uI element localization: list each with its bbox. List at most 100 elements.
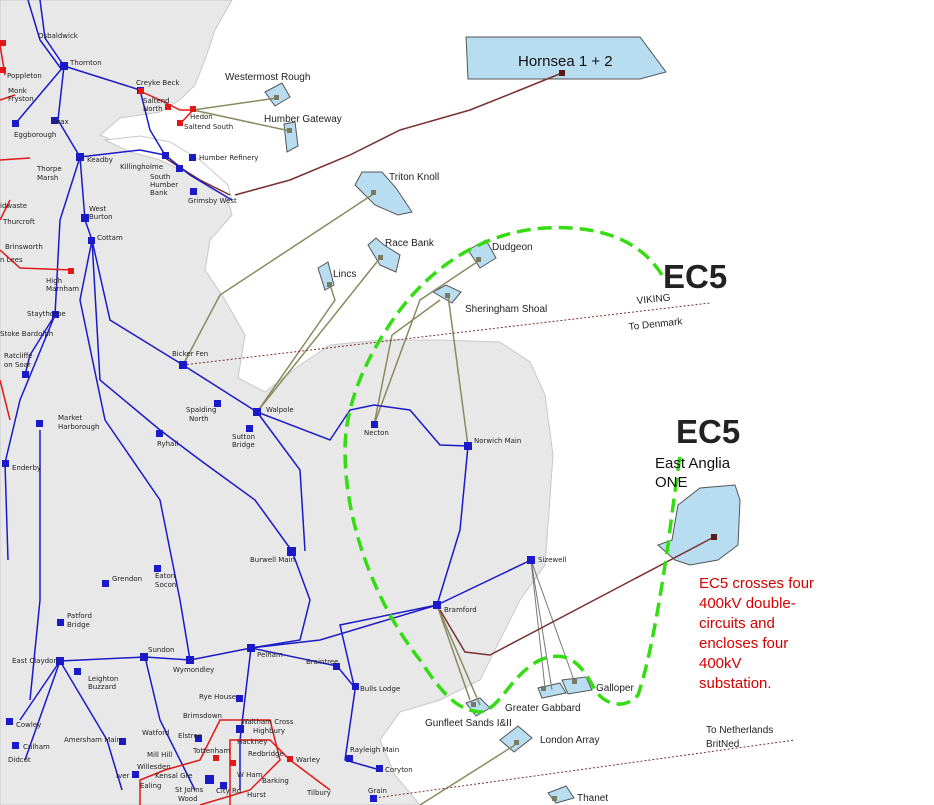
label-gunfleet: Gunfleet Sands I&II: [425, 718, 512, 729]
lbl-killingholme: Killingholme: [120, 163, 163, 171]
lbl-rayleigh: Rayleigh Main: [350, 746, 399, 754]
lbl-sundon: Sundon: [148, 646, 174, 654]
label-thanet: Thanet: [577, 793, 608, 804]
lbl-thornton: Thornton: [69, 59, 102, 67]
lbl-shb2: Humber: [150, 181, 178, 189]
lbl-pelham: Pelham: [257, 651, 283, 659]
lbl-norwich: Norwich Main: [474, 437, 521, 445]
lbl-cowley: Cowley: [16, 721, 41, 729]
lbl-leighton1: Leighton: [88, 675, 118, 683]
lbl-shb1: South: [150, 173, 170, 181]
lbl-saltend-n2: North: [143, 105, 163, 113]
lbl-amersham: Amersham Main: [64, 736, 121, 744]
wind-farm-london-array: [499, 725, 533, 753]
label-dudgeon: Dudgeon: [492, 242, 533, 253]
label-netherlands: To Netherlands: [706, 725, 773, 736]
sizewell-radials: [530, 559, 576, 691]
lbl-humber-ref: Humber Refinery: [199, 154, 258, 162]
lbl-grendon: Grendon: [112, 575, 142, 583]
note-line-2: 400kV double-: [699, 595, 796, 612]
lbl-cottam: Cottam: [97, 234, 123, 242]
lbl-bulls-lodge: Bulls Lodge: [360, 685, 400, 693]
lbl-barking: Barking: [262, 777, 289, 785]
lbl-ryhall: Ryhall: [157, 440, 178, 448]
lbl-monk: Monk: [8, 87, 28, 95]
lbl-sutton1: Sutton: [232, 433, 255, 441]
lbl-w-ham: W Ham: [237, 771, 263, 779]
lbl-thorpe2: Marsh: [37, 174, 58, 182]
lbl-spalding1: Spalding: [186, 406, 216, 414]
lbl-idwaste: idwaste: [0, 202, 27, 210]
lbl-thorpe1: Thorpe: [36, 165, 62, 173]
lbl-spalding2: North: [189, 415, 209, 423]
lbl-westburton2: Burton: [89, 213, 113, 221]
lbl-wymondley: Wymondley: [173, 666, 214, 674]
lbl-tottenham: Tottenham: [192, 747, 230, 755]
lbl-saltend-s: Saltend South: [184, 123, 233, 131]
ec5-label-south: EC5: [676, 413, 740, 450]
lbl-keadby: Keadby: [87, 156, 113, 164]
label-viking: VIKING: [636, 292, 671, 307]
lbl-coryton: Coryton: [385, 766, 413, 774]
label-britned: BritNed: [706, 739, 739, 750]
lbl-rye-house: Rye House: [199, 693, 236, 701]
lbl-iver: Iver: [116, 772, 130, 780]
note-line-1: EC5 crosses four: [699, 575, 814, 592]
lbl-ealing: Ealing: [140, 782, 161, 790]
lbl-bramford: Bramford: [444, 606, 477, 614]
note-line-3: circuits and: [699, 615, 775, 632]
lbl-sizewell: Sizewell: [538, 556, 566, 564]
lbl-st-johns: St Johns: [175, 786, 204, 794]
lbl-brimsdown: Brimsdown: [183, 712, 222, 720]
lbl-culham: Culham: [23, 743, 50, 751]
lbl-hackney: Hackney: [237, 738, 267, 746]
lbl-hedon: Hedon: [190, 113, 213, 121]
note-line-6: substation.: [699, 675, 772, 692]
lbl-shb3: Bank: [150, 189, 169, 197]
lbl-mill-hill: Mill Hill: [147, 751, 172, 759]
lbl-eaton1: Eaton: [155, 572, 175, 580]
label-london-array: London Array: [540, 735, 600, 746]
note-line-5: 400kV: [699, 655, 742, 672]
lbl-bicker: Bicker Fen: [172, 350, 208, 358]
lbl-grimsby: Grimsby West: [188, 197, 237, 205]
lbl-walpole: Walpole: [266, 406, 294, 414]
lbl-nlees: n Lees: [0, 256, 23, 264]
lbl-grain: Grain: [368, 787, 387, 795]
wind-farm-thanet: [547, 785, 575, 804]
lbl-high1: High: [46, 277, 62, 285]
lbl-sutton2: Bridge: [232, 441, 255, 449]
lbl-market1: Market: [58, 414, 82, 422]
lbl-watford: Watford: [142, 729, 169, 737]
label-greater-gabbard: Greater Gabbard: [505, 703, 581, 714]
wind-farm-east-anglia-one: [657, 484, 741, 566]
lbl-market2: Harborough: [58, 423, 99, 431]
lbl-stoke: Stoke Bardolph: [0, 330, 53, 338]
land-england: [0, 0, 554, 805]
label-westermost: Westermost Rough: [225, 72, 310, 83]
lbl-ratcliffe1: Ratcliffe: [4, 352, 33, 360]
lbl-patford1: Patford: [67, 612, 92, 620]
substation-labels: Osbaldwick Thornton Poppleton Monk Fryst…: [0, 32, 566, 803]
lbl-ratcliffe2: on Soar: [4, 361, 31, 369]
lbl-fryston: Fryston: [8, 95, 34, 103]
wind-farm-humber-gateway: [283, 121, 299, 153]
note-line-4: encloses four: [699, 635, 788, 652]
lbl-burwell: Burwell Main: [250, 556, 295, 564]
label-race-bank: Race Bank: [385, 238, 435, 249]
lbl-drax: Drax: [52, 118, 69, 126]
lbl-westburton1: West: [89, 205, 106, 213]
lbl-highbury: Highbury: [253, 727, 285, 735]
wind-farm-triton: [354, 171, 413, 216]
lbl-tilbury: Tilbury: [306, 789, 331, 797]
substations-275kv: [0, 40, 293, 766]
lbl-creyke: Creyke Beck: [136, 79, 180, 87]
lbl-warley: Warley: [296, 756, 320, 764]
label-hornsea: Hornsea 1 + 2: [518, 53, 613, 70]
lbl-staythorpe: Staythorpe: [27, 310, 66, 318]
lbl-leighton2: Buzzard: [88, 683, 116, 691]
lbl-redbridge: Redbridge: [248, 750, 284, 758]
lbl-waltham: Waltham Cross: [241, 718, 294, 726]
